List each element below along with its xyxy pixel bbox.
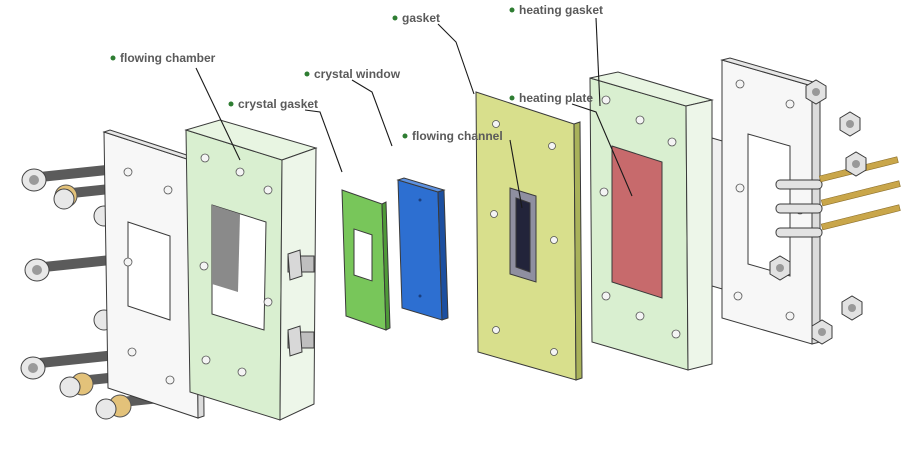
- heater-rod: [775, 180, 901, 214]
- heater-rod: [775, 204, 901, 238]
- callout-labels: flowing chamber crystal gasket crystal w…: [110, 3, 603, 143]
- flowing-chamber: [184, 119, 318, 421]
- label-flowing-chamber: flowing chamber: [120, 51, 216, 65]
- leader-heating-plate: [571, 103, 633, 197]
- fitting: [287, 249, 315, 281]
- leader-flowing-chamber: [195, 67, 241, 161]
- label-bullet: [392, 15, 398, 21]
- label-bullet: [304, 71, 310, 77]
- leader-heating-gasket: [595, 17, 601, 107]
- gasket: [475, 91, 583, 381]
- bolt: [24, 254, 120, 282]
- bolt: [21, 163, 126, 192]
- label-heating-plate: heating plate: [519, 91, 593, 105]
- flowing-channel: [509, 187, 537, 283]
- left-end-plate: [102, 129, 205, 419]
- label-bullet: [509, 95, 515, 101]
- label-crystal-gasket: crystal gasket: [238, 97, 318, 111]
- heating-plate: [611, 145, 663, 299]
- nuts-right: [769, 79, 867, 345]
- label-heating-gasket: heating gasket: [519, 3, 603, 17]
- leader-flowing-channel: [509, 139, 523, 209]
- label-bullet: [228, 101, 234, 107]
- nut: [839, 111, 861, 137]
- fitting: [287, 325, 315, 357]
- label-bullet: [509, 7, 515, 13]
- bolt: [20, 349, 126, 380]
- heater-rods: [775, 156, 901, 238]
- crystal-gasket: [341, 189, 391, 331]
- leader-crystal-gasket: [304, 109, 343, 173]
- leader-gasket: [437, 23, 475, 95]
- label-gasket: gasket: [402, 11, 440, 25]
- label-bullet: [402, 133, 408, 139]
- nut: [811, 319, 833, 345]
- nut: [769, 255, 791, 281]
- leader-crystal-window: [351, 79, 393, 147]
- crystal-window: [396, 177, 449, 321]
- label-flowing-channel: flowing channel: [412, 129, 503, 143]
- nut: [841, 295, 863, 321]
- nut: [805, 79, 827, 105]
- label-bullet: [110, 55, 116, 61]
- label-crystal-window: crystal window: [314, 67, 401, 81]
- leader-lines: [195, 17, 633, 209]
- nut: [845, 151, 867, 177]
- right-end-plate: [720, 57, 822, 345]
